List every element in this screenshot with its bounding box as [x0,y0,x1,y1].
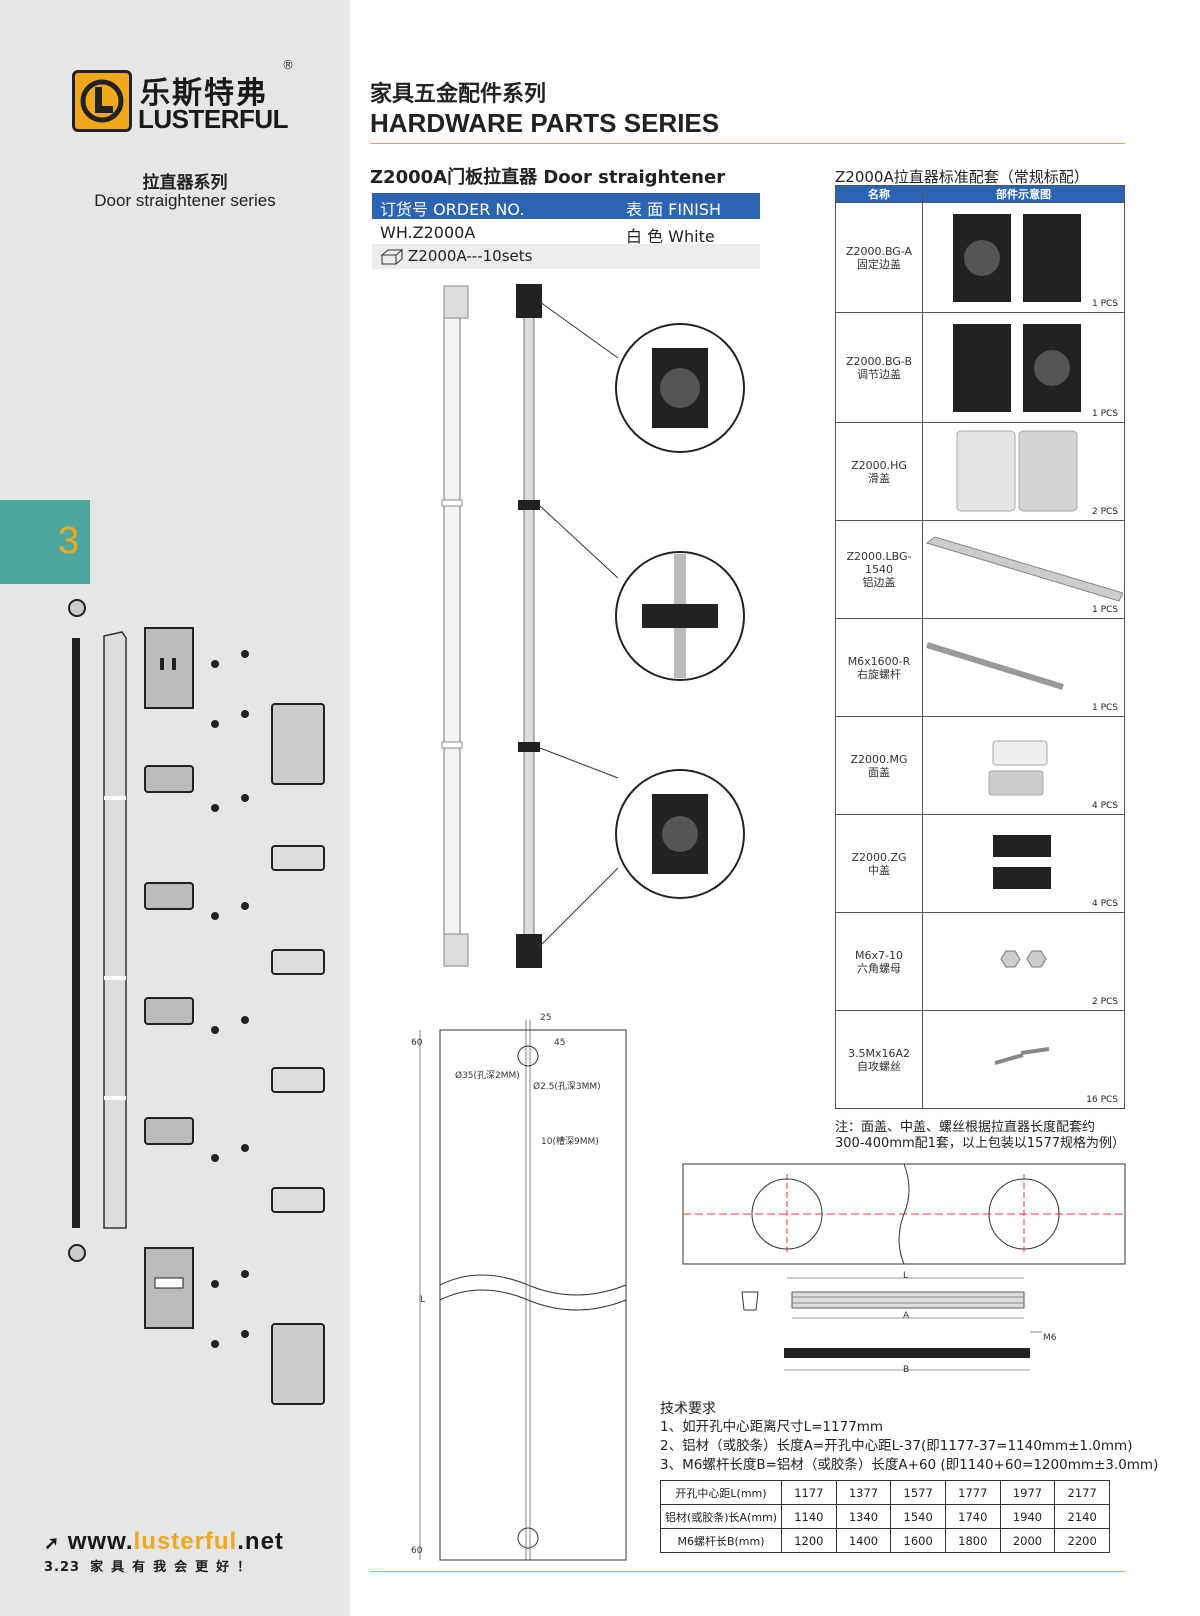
hex-nut-bottom-icon [68,1244,86,1262]
package-quantity: Z2000A---10sets [408,247,533,265]
threaded-rod-image [926,642,1064,690]
fixed-end-cap [144,627,194,709]
aluminium-cover-image [925,536,1124,602]
tech-line-2: 2、铝材（或胶条）长度A=开孔中心距L-37(即1177-37=1140mm±1… [660,1438,1133,1454]
middle-cap-3 [144,997,194,1025]
threaded-rod [72,638,80,1228]
dim-60-top: 60 [411,1038,423,1048]
brand-name-cn: 乐斯特弗 [140,76,268,111]
col-name: 名称 [835,185,923,203]
website-link[interactable]: ➚ www.lusterful.net [44,1528,284,1555]
note: 注：面盖、中盖、螺丝根据拉直器长度配套约 300-400mm配1套，以上包装以1… [835,1120,1135,1152]
note-line-1: 注：面盖、中盖、螺丝根据拉直器长度配套约 [835,1120,1096,1135]
product-title: Z2000A门板拉直器 Door straightener [370,167,726,188]
face-cover-image [988,740,1048,796]
slide-cover-image [956,430,1078,512]
dim-A: A [903,1311,910,1321]
dim-25: 25 [540,1013,552,1023]
order-number: WH.Z2000A [380,223,476,242]
page-footer: 3.23 家具有我会更好！ [44,1556,258,1575]
chapter-tab: 3 [0,500,90,584]
slide-cover-top [271,703,325,785]
dim-L-horizontal: L [903,1271,909,1281]
page-title-cn: 家具五金配件系列 [370,82,547,107]
dim-M6: M6 [1043,1333,1057,1343]
header-divider [370,143,1125,144]
note-line-2: 300-400mm配1套，以上包装以1577规格为例） [835,1136,1125,1151]
standard-set-title: Z2000A拉直器标准配套（常规标配） [835,168,1089,186]
top-end-cap-icon [516,284,542,318]
order-label: 订货号 ORDER NO. [380,200,525,219]
tech-line-3: 3、M6螺杆长度B=铝材（或胶条）长度A+60 (即1140+60=1200mm… [660,1457,1159,1473]
hex-nut-image [1000,950,1047,968]
middle-cap-2 [144,882,194,910]
face-cover-2 [271,949,325,975]
dim-45: 45 [554,1038,566,1048]
screw-icons [211,650,249,1348]
dim-slot-10: 10(槽深9MM) [541,1137,599,1147]
order-header-bar: 订货号 ORDER NO. 表 面 FINISH [372,193,760,219]
bottom-end-cap-icon [516,934,542,968]
aluminium-profile [103,631,127,1229]
face-cover-3 [271,1067,325,1093]
face-cover-1 [271,845,325,871]
footer-divider [370,1571,1125,1572]
brand-logo-icon [72,70,132,132]
page-title-en: HARDWARE PARTS SERIES [370,108,720,138]
slide-cover-bottom [271,1323,325,1405]
arrow-icon: ➚ [44,1533,61,1553]
dim-hole-35: Ø35(孔深2MM) [455,1071,520,1081]
dim-L-vertical: L [420,1295,426,1305]
middle-cap-4 [144,1117,194,1145]
dim-60-bottom: 60 [411,1546,423,1556]
dim-B: B [903,1365,910,1375]
finish-label: 表 面 FINISH [626,200,721,219]
straightener-side-view [443,287,461,949]
dim-hole-25: Ø2.5(孔深3MM) [533,1082,601,1092]
middle-cap-image [993,835,1051,889]
slogan: 家具有我会更好！ [90,1560,259,1575]
col-image: 部件示意图 [922,185,1125,203]
assembly-view-illustration [441,284,745,968]
brand-name-en: LUSTERFUL [138,104,289,134]
adjust-end-cap [144,1247,194,1329]
face-cover-4 [271,1187,325,1213]
finish-value: 白 色 White [626,227,715,246]
screw-image [994,1047,1050,1065]
tech-line-1: 1、如开孔中心距离尺寸L=1177mm [660,1419,884,1435]
fixed-end-cap-image [953,214,1081,302]
straightener-front-view [523,287,535,949]
series-title-cn: 拉直器系列 [142,173,228,193]
hole-spacing-drawing [682,1163,1126,1371]
hex-nut-top-icon [68,599,86,617]
page-number: 3.23 [44,1560,81,1575]
adjust-end-cap-image [953,324,1081,412]
tech-title: 技术要求 [660,1401,716,1417]
exploded-parts-illustration [68,599,325,1405]
package-row: Z2000A---10sets [372,244,760,269]
chapter-number: 3 [58,520,80,562]
registered-mark: ® [282,58,294,72]
panel-drawing [419,1020,627,1561]
series-title-en: Door straightener series [94,191,276,210]
box-icon [380,249,404,265]
middle-cap-1 [144,765,194,793]
